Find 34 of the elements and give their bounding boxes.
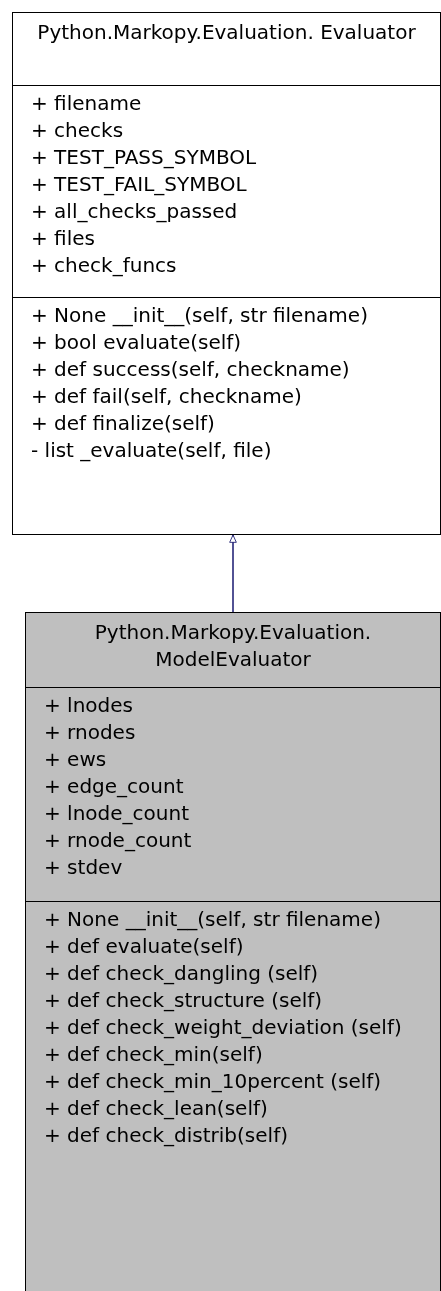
member-text: + TEST_FAIL_SYMBOL — [31, 171, 247, 198]
member-text: + def check_min(self) — [44, 1041, 263, 1068]
member-text: + def evaluate(self) — [44, 933, 244, 960]
member-text: + ews — [44, 746, 107, 773]
member-text: + def finalize(self) — [31, 410, 215, 437]
class-name: Python.Markopy.Evaluation. ModelEvaluator — [93, 619, 373, 673]
member-text: + rnodes — [44, 719, 136, 746]
member-text: - list _evaluate(self, file) — [31, 437, 272, 464]
member-text: + def check_distrib(self) — [44, 1122, 288, 1149]
member-text: + def fail(self, checkname) — [31, 383, 302, 410]
class-box — [25, 612, 441, 1291]
member-text: + lnodes — [44, 692, 133, 719]
member-text: + edge_count — [44, 773, 184, 800]
member-text: + None __init__(self, str filename) — [31, 302, 368, 329]
member-text: + bool evaluate(self) — [31, 329, 242, 356]
member-text: + files — [31, 225, 95, 252]
member-text: + None __init__(self, str filename) — [44, 906, 381, 933]
member-text: + filename — [31, 90, 142, 117]
member-text: + stdev — [44, 854, 123, 881]
member-text: + all_checks_passed — [31, 198, 238, 225]
member-text: + def check_min_10percent (self) — [44, 1068, 382, 1095]
member-text: + def success(self, checkname) — [31, 356, 350, 383]
class-box — [12, 12, 441, 535]
member-text: + TEST_PASS_SYMBOL — [31, 144, 257, 171]
member-text: + rnode_count — [44, 827, 192, 854]
inheritance-arrow — [229, 534, 237, 613]
member-text: + def check_lean(self) — [44, 1095, 268, 1122]
member-text: + def check_structure (self) — [44, 987, 323, 1014]
member-text: + def check_weight_deviation (self) — [44, 1014, 402, 1041]
member-text: + check_funcs — [31, 252, 177, 279]
member-text: + def check_dangling (self) — [44, 960, 319, 987]
member-text: + lnode_count — [44, 800, 189, 827]
class-name: Python.Markopy.Evaluation. Evaluator — [36, 19, 417, 46]
member-text: + checks — [31, 117, 124, 144]
